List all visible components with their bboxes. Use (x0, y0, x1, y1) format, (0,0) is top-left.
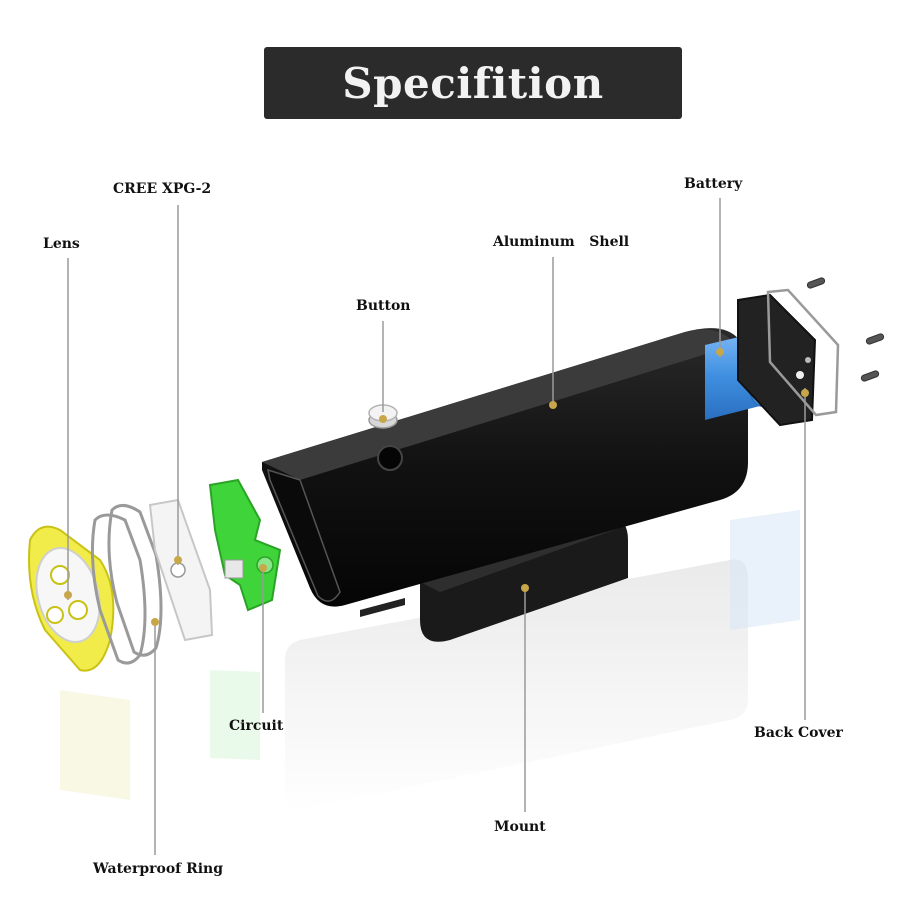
leader-dots (64, 348, 809, 626)
label-aluminum-shell: Aluminum Shell (493, 234, 630, 250)
screws-part (806, 277, 885, 382)
waterproof-ring-part (90, 504, 163, 665)
lens-part (28, 525, 115, 672)
page-title: Specifition (342, 58, 604, 108)
label-circuit: Circuit (229, 718, 284, 734)
leader-lines (67, 198, 806, 855)
label-back-cover: Back Cover (754, 725, 843, 741)
back-cover-part (737, 288, 840, 427)
label-lens: Lens (43, 236, 80, 252)
label-button: Button (356, 298, 411, 314)
aluminum-shell-part (262, 328, 748, 617)
label-battery: Battery (684, 176, 743, 192)
reflection (60, 510, 800, 811)
label-waterproof-ring: Waterproof Ring (93, 861, 223, 877)
label-cree-xpg2: CREE XPG-2 (113, 181, 212, 197)
title-banner: Specifition (264, 47, 682, 119)
label-mount: Mount (494, 819, 546, 835)
circuit-part (208, 478, 282, 612)
